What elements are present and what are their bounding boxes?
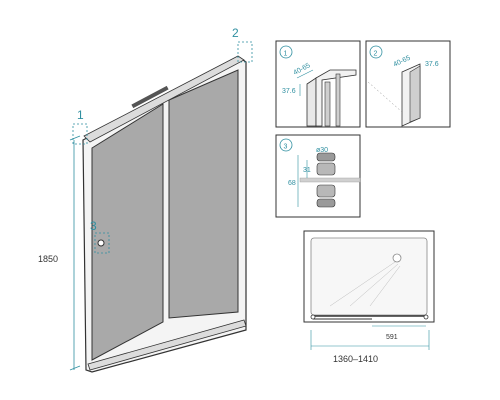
width-label: 1360–1410 xyxy=(333,354,378,364)
knob-body-top xyxy=(316,162,336,176)
knob-body-bottom xyxy=(316,184,336,198)
callout-box-2 xyxy=(237,41,253,63)
detail-3-badge-ring xyxy=(279,138,293,152)
detail-1-dim-line-a xyxy=(296,69,314,79)
height-tick-top xyxy=(69,135,81,141)
opening-label: 591 xyxy=(386,334,398,341)
detail-3-dim-31: 31 xyxy=(303,167,311,174)
detail-2-badge: 2 xyxy=(374,51,378,58)
detail-3-dim-diameter: ø30 xyxy=(316,147,328,154)
detail-1-panel: 1 40-65 37.6 xyxy=(275,40,361,128)
detail-1-badge: 1 xyxy=(284,51,288,58)
bottom-rail xyxy=(87,319,247,371)
shower-tray xyxy=(310,237,428,316)
detail-2-profile-inner xyxy=(409,65,421,123)
plan-end-right xyxy=(423,314,429,320)
height-label: 1850 xyxy=(38,254,58,264)
glass-section xyxy=(299,177,361,183)
detail-2-dim-b: 37.6 xyxy=(425,61,439,68)
detail-3-badge: 3 xyxy=(284,144,288,151)
drain-icon xyxy=(392,253,402,263)
detail-1-glass-edge xyxy=(324,81,331,127)
detail-3-panel: 3 ø30 31 68 xyxy=(275,134,361,218)
callout-2-label: 2 xyxy=(232,26,239,40)
height-tick-bottom xyxy=(69,365,81,371)
callout-3-label: 3 xyxy=(90,219,97,233)
knob-cap-top xyxy=(316,152,336,162)
knob-cap-bottom xyxy=(316,198,336,208)
sliding-door-view xyxy=(82,55,247,373)
detail-1-glass-edge-2 xyxy=(335,73,341,127)
detail-1-badge-ring xyxy=(279,45,293,59)
slope-line-3 xyxy=(369,265,401,307)
detail-1-dim-b: 37.6 xyxy=(282,88,296,95)
top-rail xyxy=(83,55,245,143)
detail-1-profile-a xyxy=(306,77,317,127)
callout-1-label: 1 xyxy=(77,108,84,122)
detail-3-dim-68: 68 xyxy=(288,180,296,187)
plan-view: 591 1360–1410 xyxy=(303,230,435,364)
detail-2-wall-line xyxy=(367,81,403,113)
roller-track xyxy=(131,85,169,109)
callout-box-1 xyxy=(72,123,88,145)
handle-callout-box xyxy=(94,232,110,254)
left-glass-panel xyxy=(91,103,164,361)
right-glass-panel xyxy=(168,69,239,319)
detail-2-panel: 2 40-65 37.6 xyxy=(365,40,451,128)
slope-line-2 xyxy=(349,263,399,307)
plan-end-left xyxy=(310,314,316,320)
handle-knob xyxy=(97,239,105,247)
detail-2-badge-ring xyxy=(369,45,383,59)
slope-line-1 xyxy=(329,261,396,307)
